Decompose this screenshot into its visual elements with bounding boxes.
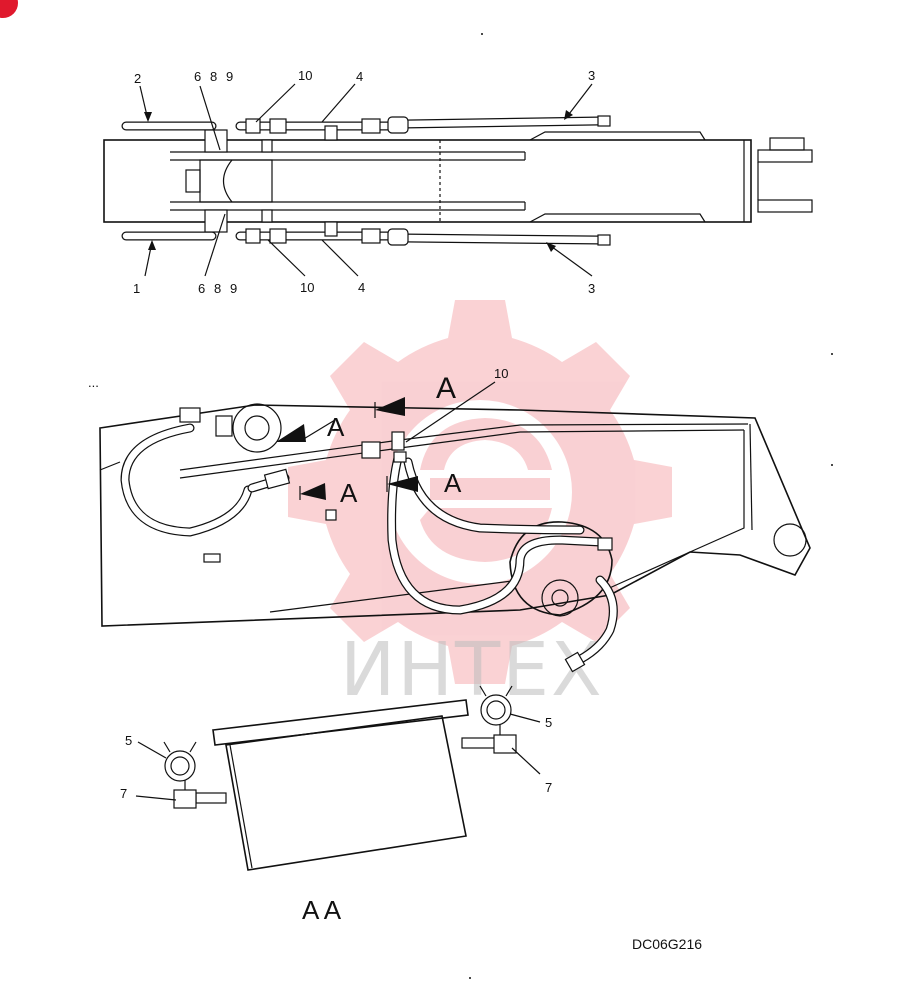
label-part-7-left: 7 (120, 786, 127, 801)
section-marker-right: A (444, 468, 462, 498)
boom-body-top (103, 139, 752, 223)
label-part-4-top: 4 (356, 69, 363, 84)
label-part-1: 1 (133, 281, 140, 296)
stray-mark: ... (88, 375, 99, 390)
label-part-6-top: 6 (194, 69, 201, 84)
label-part-8-top: 8 (210, 69, 217, 84)
label-part-9-top: 9 (226, 69, 233, 84)
label-part-7-right: 7 (545, 780, 552, 795)
corner-badge (0, 0, 18, 18)
label-part-3-bottom: 3 (588, 281, 595, 296)
label-part-8-bottom: 8 (214, 281, 221, 296)
label-part-5-right: 5 (545, 715, 552, 730)
section-marker-left: A (327, 412, 345, 442)
section-aa: 5 7 5 7 A A (120, 685, 552, 925)
watermark (288, 300, 672, 684)
label-part-3-top: 3 (588, 68, 595, 83)
section-aa-title: A A (302, 895, 342, 925)
side-view: A A A A 10 ... (88, 366, 811, 673)
label-part-4-bottom: 4 (358, 280, 365, 295)
label-part-9-bottom: 9 (230, 281, 237, 296)
label-part-10-bottom: 10 (300, 280, 314, 295)
top-view: 2 6 8 9 10 4 3 1 6 8 9 10 4 3 (103, 68, 813, 296)
label-part-10-top: 10 (298, 68, 312, 83)
drawing-code: DC06G216 (632, 936, 702, 952)
label-part-2: 2 (134, 71, 141, 86)
gear-icon (288, 300, 672, 684)
section-marker-mid: A (340, 478, 358, 508)
label-part-10-side: 10 (494, 366, 508, 381)
section-marker-top: A (436, 372, 456, 405)
watermark-text: ИНТЕХ (340, 627, 604, 713)
label-part-6-bottom: 6 (198, 281, 205, 296)
label-part-5-left: 5 (125, 733, 132, 748)
